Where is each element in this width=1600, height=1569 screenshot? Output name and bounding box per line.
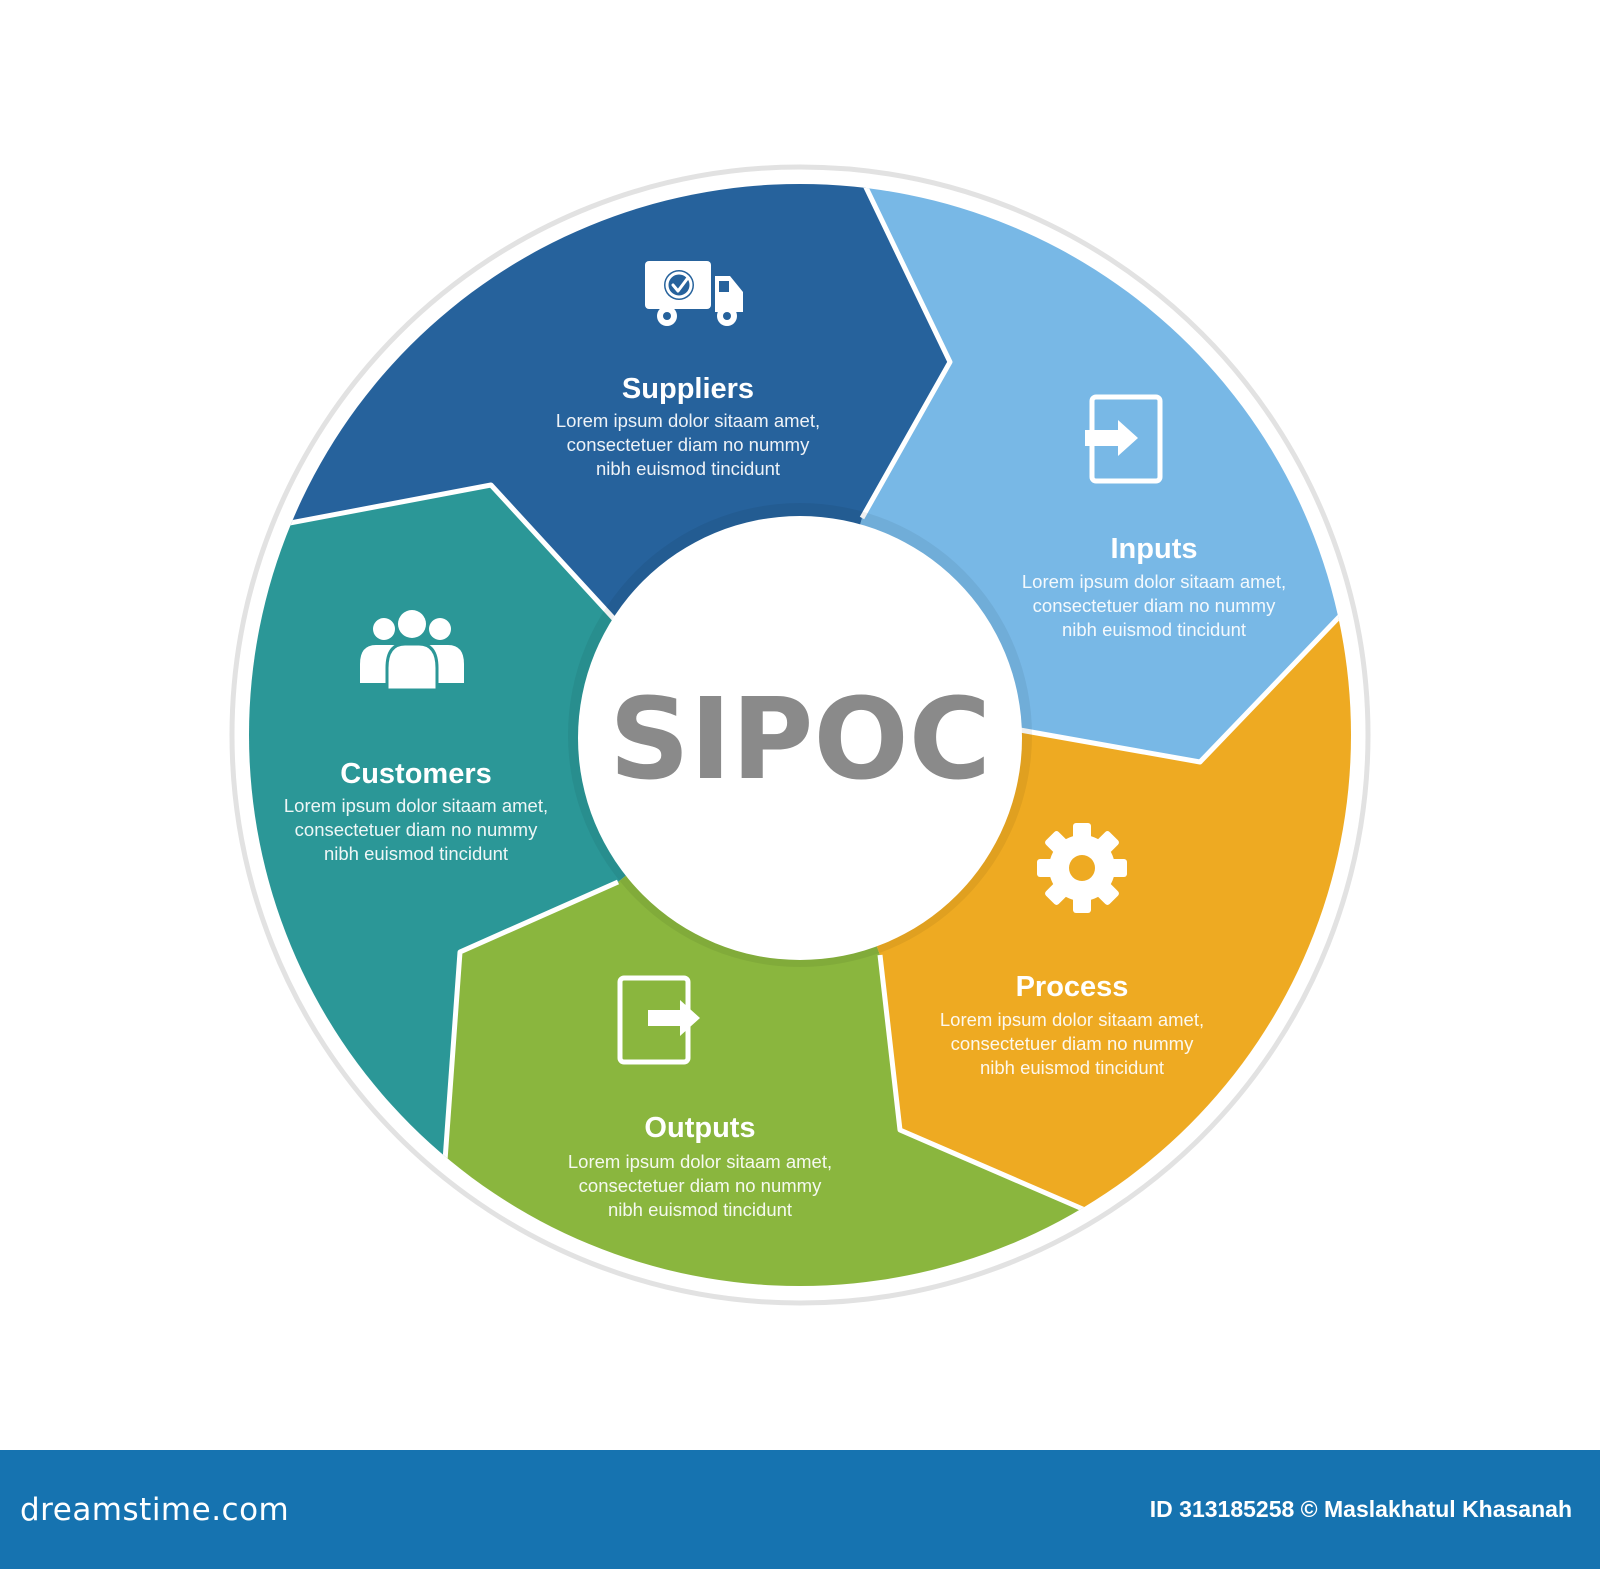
segment-desc-line: consectetuer diam no nummy	[579, 1175, 822, 1196]
segment-text-outputs: Outputs Lorem ipsum dolor sitaam amet, c…	[568, 1112, 832, 1220]
segment-title-outputs: Outputs	[644, 1112, 755, 1144]
users-group-icon	[360, 610, 464, 692]
watermark-footer-bar: dreamstime.com ID 313185258 © Maslakhatu…	[0, 1450, 1600, 1569]
separator-process-outputs	[877, 954, 1086, 1213]
truck-check-icon	[645, 261, 743, 326]
sign-in-icon	[1085, 394, 1163, 484]
segment-title-suppliers: Suppliers	[622, 373, 754, 405]
segment-text-suppliers: Suppliers Lorem ipsum dolor sitaam amet,…	[556, 373, 820, 479]
segment-desc-line: consectetuer diam no nummy	[295, 819, 538, 840]
segment-desc-line: consectetuer diam no nummy	[567, 434, 810, 455]
segment-desc-line: consectetuer diam no nummy	[951, 1033, 1194, 1054]
separator-inputs-process	[1019, 597, 1351, 765]
segment-desc-line: nibh euismod tincidunt	[324, 843, 508, 864]
segment-desc-line: Lorem ipsum dolor sitaam amet,	[556, 410, 820, 431]
segment-text-customers: Customers Lorem ipsum dolor sitaam amet,…	[284, 758, 548, 864]
segment-desc-line: consectetuer diam no nummy	[1033, 595, 1276, 616]
sipoc-cycle-diagram: SIPOC	[229, 164, 1371, 1306]
segment-title-inputs: Inputs	[1111, 533, 1198, 565]
segment-text-inputs: Inputs Lorem ipsum dolor sitaam amet, co…	[1022, 533, 1286, 640]
sign-out-icon	[617, 975, 700, 1065]
gear-icon	[1037, 823, 1127, 913]
footer-logo: dreamstime.com	[20, 1491, 290, 1528]
segment-desc-line: nibh euismod tincidunt	[596, 458, 780, 479]
segment-desc-line: nibh euismod tincidunt	[608, 1199, 792, 1220]
segment-desc-line: Lorem ipsum dolor sitaam amet,	[940, 1009, 1204, 1030]
segment-desc-line: Lorem ipsum dolor sitaam amet,	[284, 795, 548, 816]
segment-title-customers: Customers	[340, 758, 492, 790]
footer-credit: ID 313185258 © Maslakhatul Khasanah	[1149, 1496, 1572, 1522]
separator-customers-suppliers	[249, 482, 617, 622]
center-circle	[578, 516, 1022, 960]
segment-desc-line: nibh euismod tincidunt	[980, 1057, 1164, 1078]
separator-suppliers-inputs	[845, 184, 953, 520]
segment-title-process: Process	[1016, 971, 1129, 1003]
center-label: SIPOC	[609, 675, 991, 805]
separator-outputs-customers	[437, 879, 620, 1231]
segment-desc-line: Lorem ipsum dolor sitaam amet,	[1022, 571, 1286, 592]
segment-desc-line: Lorem ipsum dolor sitaam amet,	[568, 1151, 832, 1172]
segment-desc-line: nibh euismod tincidunt	[1062, 619, 1246, 640]
segment-text-process: Process Lorem ipsum dolor sitaam amet, c…	[940, 971, 1204, 1078]
